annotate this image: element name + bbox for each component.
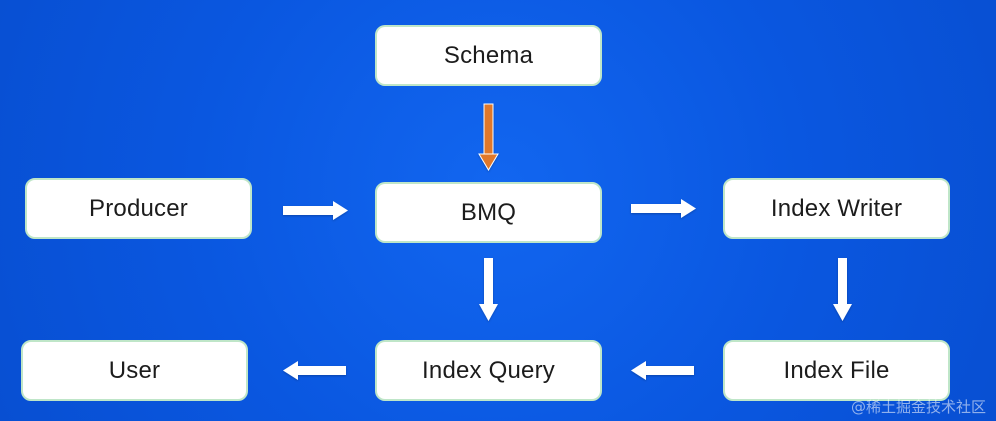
node-index-query-label: Index Query	[422, 356, 555, 384]
node-bmq: BMQ	[375, 182, 602, 243]
node-bmq-label: BMQ	[460, 198, 517, 226]
node-index-query: Index Query	[375, 340, 602, 401]
node-index-writer: Index Writer	[723, 178, 950, 239]
arrow-bmq-to-index-query	[479, 258, 498, 321]
arrow-index-writer-to-index-file	[833, 258, 852, 321]
arrow-producer-to-bmq	[283, 201, 348, 220]
node-producer-label: Producer	[89, 194, 188, 222]
node-schema-label: Schema	[443, 41, 534, 69]
node-user-label: User	[108, 356, 161, 384]
arrow-bmq-to-index-writer	[631, 199, 696, 218]
node-user: User	[21, 340, 248, 401]
node-index-file-label: Index File	[783, 356, 890, 384]
arrow-schema-to-bmq	[478, 103, 499, 171]
node-schema: Schema	[375, 25, 602, 86]
arrow-index-query-to-user	[283, 361, 346, 380]
node-index-file: Index File	[723, 340, 950, 401]
arrow-index-file-to-index-query	[631, 361, 694, 380]
watermark: @稀土掘金技术社区	[850, 398, 986, 416]
node-index-writer-label: Index Writer	[770, 194, 903, 222]
node-producer: Producer	[25, 178, 252, 239]
